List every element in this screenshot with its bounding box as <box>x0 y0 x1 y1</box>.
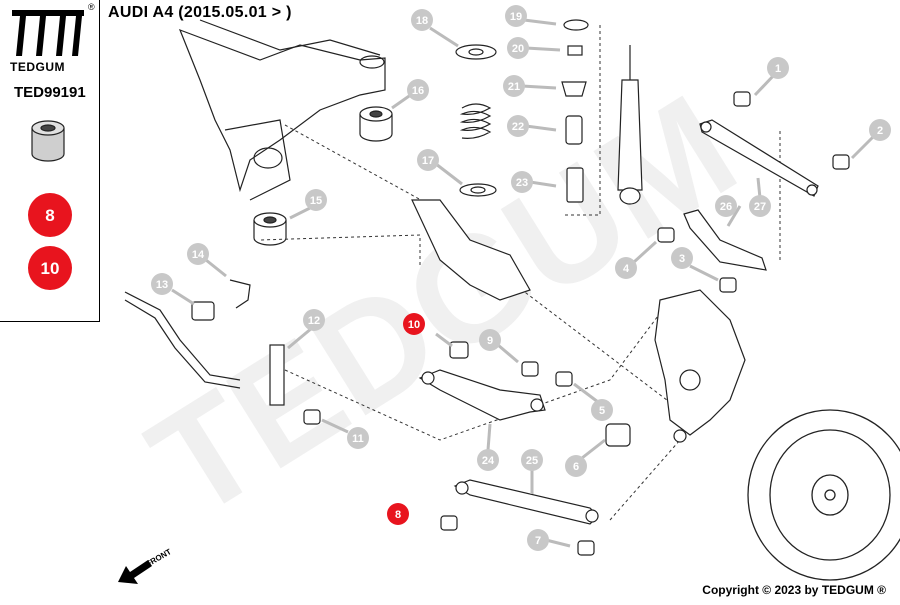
callout-14: 14 <box>187 243 209 265</box>
front-arrow-icon <box>118 560 152 584</box>
damper-mount-parts <box>561 19 589 203</box>
callout-label: 14 <box>192 249 205 261</box>
callout-label: 13 <box>156 279 168 291</box>
spring-assembly <box>455 44 497 197</box>
callout-label: 3 <box>679 253 685 265</box>
callout-22: 22 <box>507 115 529 137</box>
callout-label: 5 <box>599 405 605 417</box>
wheel-knuckle <box>654 289 746 443</box>
callout-26: 26 <box>715 195 737 217</box>
callout-label: 15 <box>310 195 322 207</box>
callout-10: 10 <box>403 313 425 335</box>
part-number: TED99191 <box>14 84 86 101</box>
callout-label: 6 <box>573 461 579 473</box>
callout-18: 18 <box>411 9 433 31</box>
lower-arm-24 <box>418 369 546 421</box>
callout-4: 4 <box>615 257 637 279</box>
front-label: FRONT <box>145 547 173 569</box>
callout-17: 17 <box>417 149 439 171</box>
rear-link-27 <box>699 119 819 197</box>
subframe <box>178 19 386 201</box>
callout-label: 1 <box>775 63 781 75</box>
callout-label: 12 <box>308 315 320 327</box>
callout-19: 19 <box>505 5 527 27</box>
callout-5: 5 <box>591 399 613 421</box>
callout-20: 20 <box>507 37 529 59</box>
callout-27: 27 <box>749 195 771 217</box>
callout-16: 16 <box>407 79 429 101</box>
leader-lines <box>171 18 875 548</box>
brake-drum <box>747 409 900 581</box>
callout-21: 21 <box>503 75 525 97</box>
callout-label: 23 <box>516 177 528 189</box>
panel-graphics: 8 10 <box>28 120 72 290</box>
callout-label: 27 <box>754 201 766 213</box>
shock-absorber <box>617 45 643 205</box>
callout-label: 25 <box>526 455 538 467</box>
callout-label: 19 <box>510 11 522 23</box>
callout-15: 15 <box>305 189 327 211</box>
callout-23: 23 <box>511 171 533 193</box>
tedgum-logo-icon <box>12 10 84 56</box>
callout-label: 16 <box>412 85 424 97</box>
callout-label: 18 <box>416 15 428 27</box>
callout-2: 2 <box>869 119 891 141</box>
callout-7: 7 <box>527 529 549 551</box>
product-panel: ® TEDGUM TED99191 8 10 <box>0 0 100 322</box>
callout-label: 9 <box>487 335 493 347</box>
vehicle-title: AUDI A4 (2015.05.01 > ) <box>108 4 292 21</box>
upper-arm <box>411 199 531 301</box>
svg-text:10: 10 <box>41 259 60 278</box>
callout-11: 11 <box>347 427 369 449</box>
callout-label: 20 <box>512 43 524 55</box>
callout-8: 8 <box>387 503 409 525</box>
callout-9: 9 <box>479 329 501 351</box>
callout-1: 1 <box>767 57 789 79</box>
callout-label: 24 <box>482 455 495 467</box>
svg-text:8: 8 <box>45 206 54 225</box>
callout-label: 17 <box>422 155 434 167</box>
stabilizer-bar <box>124 291 285 406</box>
callout-label: 22 <box>512 121 524 133</box>
bushing-16 <box>359 106 393 142</box>
callout-label: 21 <box>508 81 520 93</box>
registered-mark: ® <box>88 2 95 12</box>
callout-label: 8 <box>395 509 401 521</box>
small-bushings <box>191 91 850 556</box>
lower-arm-25 <box>453 479 599 525</box>
callout-13: 13 <box>151 273 173 295</box>
callout-label: 4 <box>623 263 630 275</box>
callout-6: 6 <box>565 455 587 477</box>
callout-label: 10 <box>408 319 420 331</box>
bushing-product-icon <box>31 120 65 162</box>
callout-3: 3 <box>671 247 693 269</box>
callout-label: 26 <box>720 201 732 213</box>
bushing-15 <box>253 212 287 246</box>
callout-label: 7 <box>535 535 541 547</box>
highlight-badge-8: 8 <box>28 193 72 237</box>
copyright-text: Copyright © 2023 by TEDGUM ® <box>702 583 886 597</box>
callout-label: 11 <box>352 433 364 445</box>
callout-25: 25 <box>521 449 543 471</box>
callout-24: 24 <box>477 449 499 471</box>
callout-label: 2 <box>877 125 883 137</box>
highlight-badge-10: 10 <box>28 246 72 290</box>
link-26 <box>683 209 767 271</box>
callout-12: 12 <box>303 309 325 331</box>
brand-name: TEDGUM <box>10 60 65 74</box>
